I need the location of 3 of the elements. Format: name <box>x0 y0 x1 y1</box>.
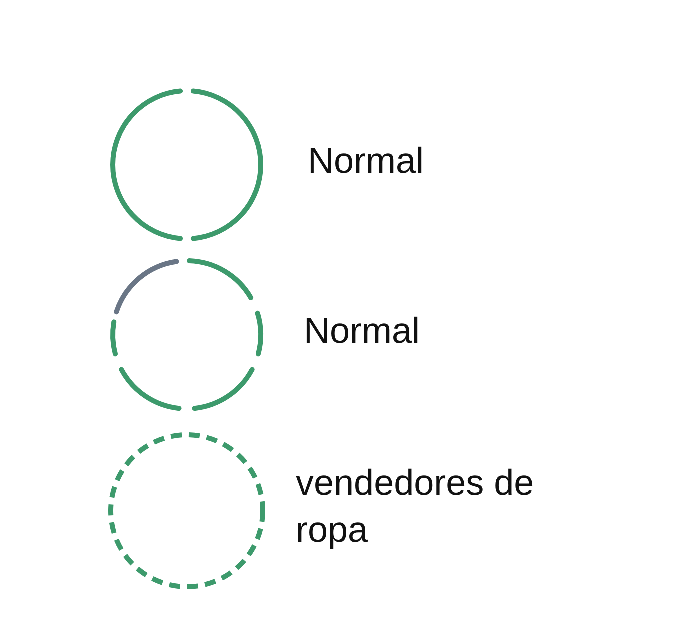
caption-text: Normal <box>308 139 424 183</box>
caption-text: Normal <box>304 309 420 353</box>
caption-text: vendedores de ropa <box>296 461 536 552</box>
